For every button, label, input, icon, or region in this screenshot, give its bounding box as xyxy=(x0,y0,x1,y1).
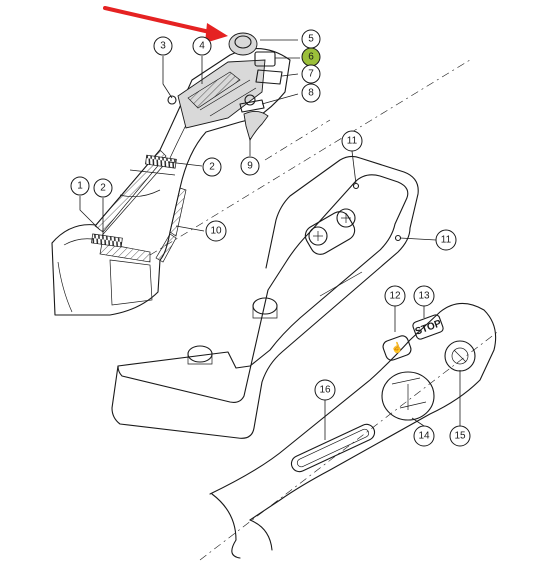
svg-text:5: 5 xyxy=(308,34,314,45)
speed-dial xyxy=(381,371,435,421)
callout-12: 12 xyxy=(384,285,406,307)
callout-11b: 11 xyxy=(435,229,457,251)
svg-text:2: 2 xyxy=(100,183,106,194)
callout-11a: 11 xyxy=(341,130,363,152)
pointer-arrow xyxy=(103,6,228,43)
svg-text:6: 6 xyxy=(308,52,314,63)
callout-13: 13 xyxy=(413,285,435,307)
callout-15: 15 xyxy=(449,425,471,447)
svg-text:8: 8 xyxy=(308,88,314,99)
callout-14: 14 xyxy=(413,425,435,447)
svg-text:9: 9 xyxy=(247,161,253,172)
svg-text:15: 15 xyxy=(454,431,466,442)
callout-5: 5 xyxy=(301,29,321,49)
callout-7: 7 xyxy=(301,64,321,84)
handle-cutaway-assembly xyxy=(51,32,291,316)
stop-button: STOP xyxy=(412,314,444,340)
leader-lines xyxy=(79,39,461,440)
svg-text:2: 2 xyxy=(209,162,215,173)
callout-2a: 2 xyxy=(93,178,113,198)
slot-window xyxy=(290,423,376,473)
svg-text:14: 14 xyxy=(418,431,430,442)
svg-text:16: 16 xyxy=(319,385,331,396)
callout-8: 8 xyxy=(301,83,321,103)
callout-1: 1 xyxy=(70,176,90,196)
hand-button: ☝ xyxy=(382,335,412,361)
handle-housing-half xyxy=(111,59,471,439)
svg-text:11: 11 xyxy=(441,235,452,246)
svg-text:10: 10 xyxy=(210,226,222,237)
svg-text:13: 13 xyxy=(418,291,430,302)
svg-text:4: 4 xyxy=(199,41,205,52)
callout-4: 4 xyxy=(192,36,212,56)
callout-16: 16 xyxy=(314,379,336,401)
svg-text:11: 11 xyxy=(347,136,358,147)
callout-6: 6 xyxy=(301,47,321,67)
callout-10: 10 xyxy=(205,220,227,242)
callout-9: 9 xyxy=(240,156,260,176)
switch-mount xyxy=(304,208,356,255)
round-knob xyxy=(444,340,476,372)
callout-2b: 2 xyxy=(202,157,222,177)
svg-text:7: 7 xyxy=(308,69,314,80)
svg-text:☝: ☝ xyxy=(389,340,405,356)
svg-text:1: 1 xyxy=(77,181,83,192)
svg-text:3: 3 xyxy=(160,41,166,52)
svg-text:12: 12 xyxy=(389,291,401,302)
callout-3: 3 xyxy=(153,36,173,56)
